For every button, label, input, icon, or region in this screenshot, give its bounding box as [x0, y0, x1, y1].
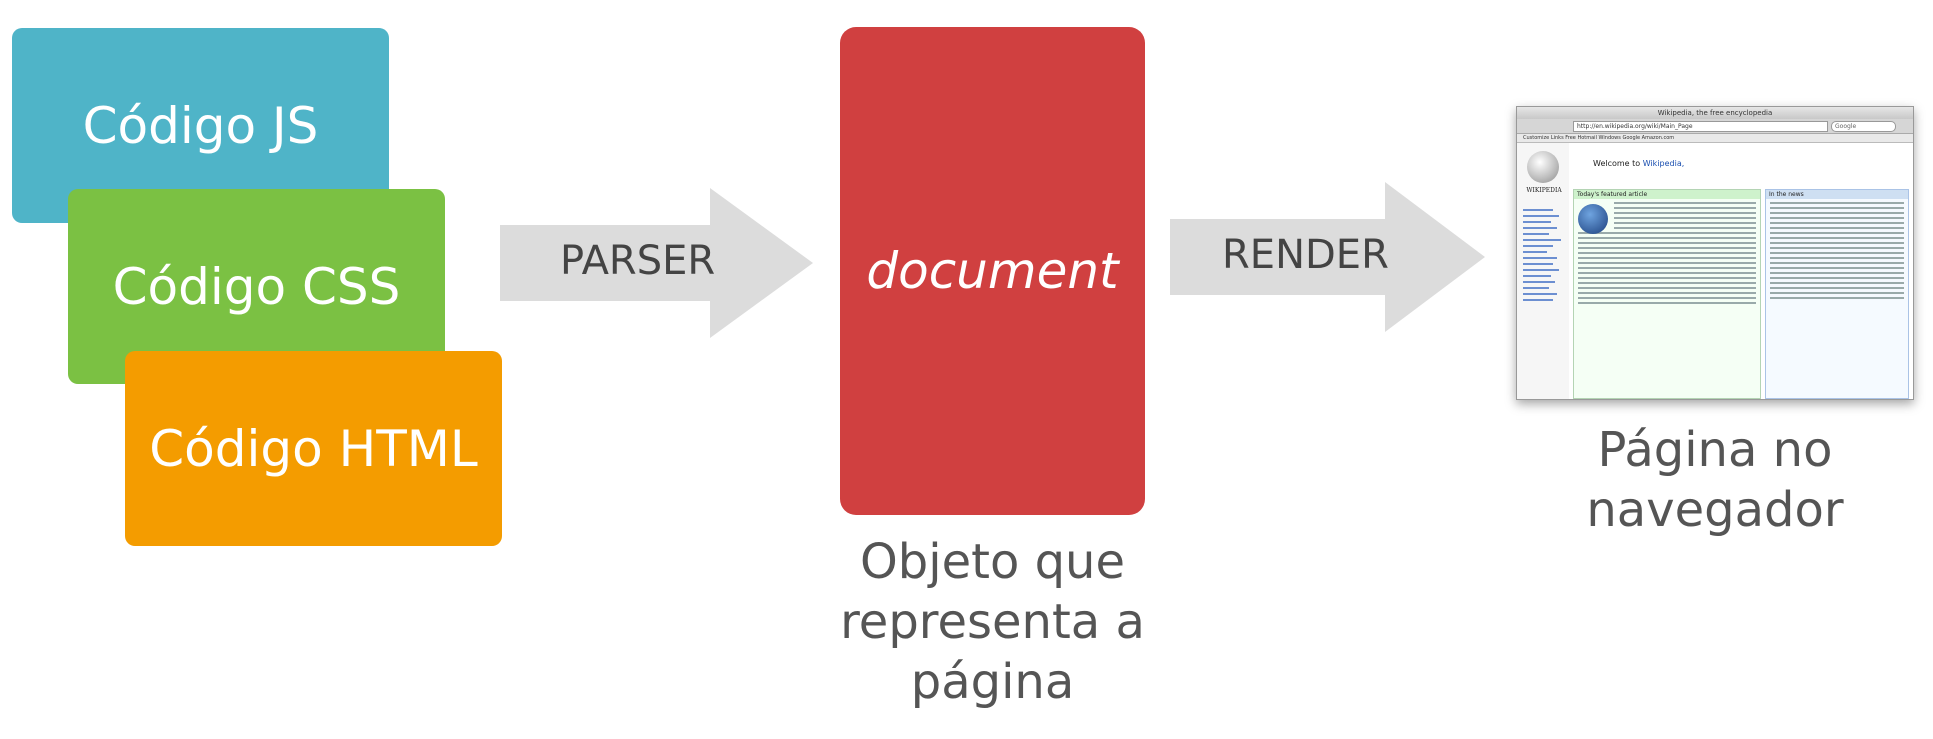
document-caption-line: página: [910, 654, 1075, 710]
document-caption: Objeto que representa a página: [820, 532, 1165, 712]
wiki-welcome: Welcome to Wikipedia,: [1593, 159, 1685, 168]
address-bar: http://en.wikipedia.org/wiki/Main_Page: [1573, 121, 1828, 132]
render-arrow: [1170, 182, 1485, 332]
wikipedia-globe-icon: [1527, 151, 1559, 183]
browser-caption: Página no navegador: [1540, 420, 1890, 540]
document-box: document: [840, 27, 1145, 515]
parser-label: PARSER: [560, 238, 716, 284]
html-code-label: Código HTML: [149, 419, 478, 478]
document-label: document: [866, 242, 1119, 300]
wiki-nav-links: [1523, 205, 1567, 305]
document-caption-line: Objeto que: [860, 534, 1125, 590]
wiki-main: Welcome to Wikipedia, Today's featured a…: [1573, 143, 1909, 399]
wiki-name: WIKIPEDIA: [1526, 187, 1562, 194]
parser-arrow: [500, 188, 813, 338]
browser-title: Wikipedia, the free encyclopedia: [1517, 107, 1913, 119]
wiki-sidebar: WIKIPEDIA: [1517, 143, 1569, 399]
news-heading: In the news: [1766, 190, 1908, 199]
bookmarks-bar: Customize Links Free Hotmail Windows Goo…: [1517, 134, 1913, 143]
render-label: RENDER: [1222, 232, 1389, 278]
js-code-label: Código JS: [82, 96, 319, 155]
browser-screenshot: Wikipedia, the free encyclopedia http://…: [1516, 106, 1914, 400]
news-panel: In the news: [1765, 189, 1909, 399]
browser-search: Google: [1831, 121, 1896, 132]
html-code-box: Código HTML: [125, 351, 502, 546]
browser-toolbar: http://en.wikipedia.org/wiki/Main_Page G…: [1517, 119, 1913, 134]
browser-caption-line: Página no: [1597, 422, 1833, 478]
document-caption-line: representa a: [840, 594, 1145, 650]
featured-heading: Today's featured article: [1574, 190, 1760, 199]
featured-article-panel: Today's featured article: [1573, 189, 1761, 399]
css-code-label: Código CSS: [112, 257, 401, 316]
browser-caption-line: navegador: [1586, 482, 1844, 538]
earth-image-icon: [1578, 204, 1608, 234]
